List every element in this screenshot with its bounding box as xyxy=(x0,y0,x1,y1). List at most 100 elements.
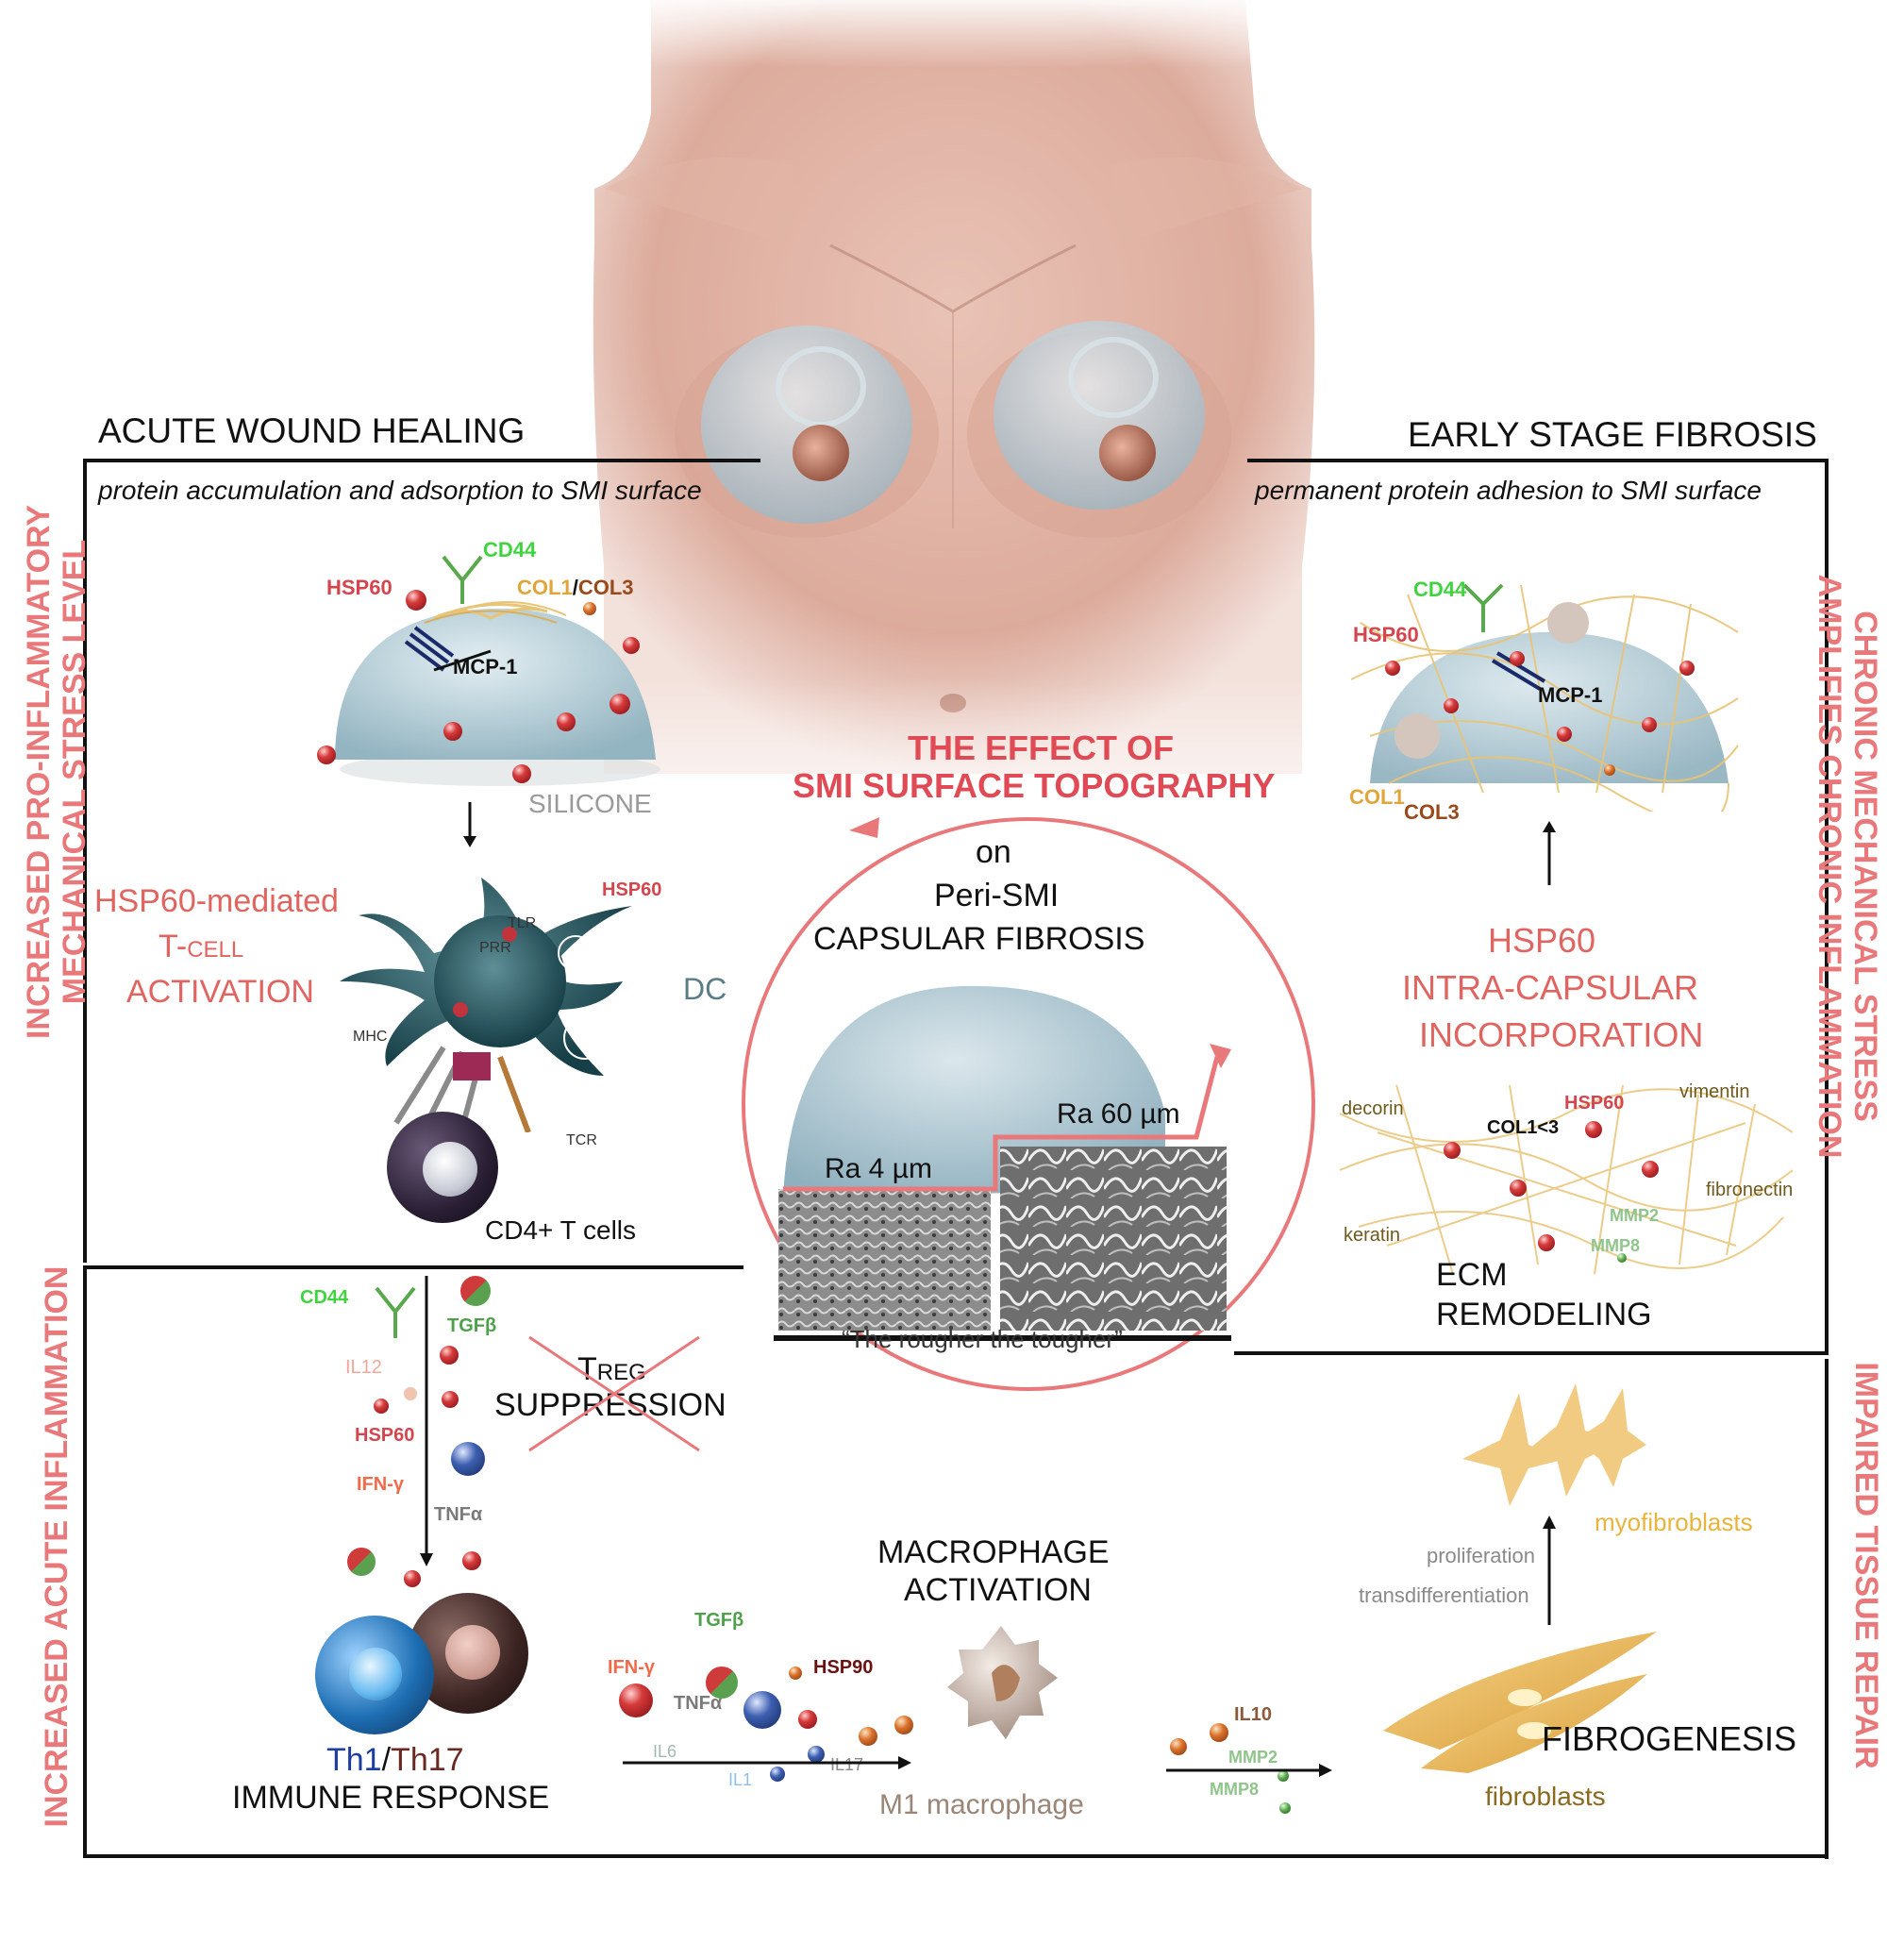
dendritic-cell xyxy=(340,878,632,1132)
tgfb-mid-label: TGFβ xyxy=(694,1610,744,1631)
il1-label: IL1 xyxy=(728,1770,753,1789)
protein-ball xyxy=(1510,1180,1527,1197)
macrophage-label: MACROPHAGE xyxy=(877,1534,1110,1570)
tcr-label: TCR xyxy=(566,1132,597,1148)
col1-3-label: COL1<3 xyxy=(1487,1117,1560,1138)
col3-text: COL3 xyxy=(577,576,634,599)
m1-macrophage-cell xyxy=(947,1626,1058,1739)
hsp60-bottom-label: HSP60 xyxy=(355,1425,415,1446)
protein-ball xyxy=(610,694,630,714)
mmp8-mid-label: MMP8 xyxy=(1210,1780,1260,1799)
tlr-label: TLR xyxy=(508,915,537,931)
myofibroblasts-cluster xyxy=(1462,1383,1646,1506)
early-fibrosis-heading: EARLY STAGE FIBROSIS xyxy=(1408,415,1817,454)
side-label-right-top: CHRONIC MECHANICAL STRESS AMPLIFIES CHRO… xyxy=(1812,489,1883,1244)
th1-nucleus xyxy=(349,1648,402,1700)
m1-macrophage-label: M1 macrophage xyxy=(879,1789,1084,1820)
frame-left-top xyxy=(83,459,87,1263)
th1-th17-label: Th1/Th17 xyxy=(326,1742,464,1779)
up-arrow-right xyxy=(1543,821,1556,885)
side-label-left-top-line1: INCREASED PRO-INFLAMMATORY xyxy=(21,504,57,1040)
il12-ball xyxy=(404,1387,417,1400)
fibroblasts-cells xyxy=(1383,1632,1657,1773)
mmp8-label: MMP8 xyxy=(1591,1236,1641,1255)
col1-text: COL1 xyxy=(517,576,573,599)
frame-top-right xyxy=(1247,459,1825,462)
side-label-left-top-line2: MECHANICAL STRESS LEVEL xyxy=(57,539,92,1005)
cytokine-ball xyxy=(798,1710,817,1729)
th17-text: Th17 xyxy=(391,1742,464,1778)
tnfa-label: TNFα xyxy=(434,1504,483,1525)
protein-ball xyxy=(1604,764,1615,776)
mmp-ball xyxy=(1617,1253,1627,1263)
down-arrow-2 xyxy=(420,1276,433,1566)
cd44-label: CD44 xyxy=(483,538,537,561)
il6-label: IL6 xyxy=(653,1742,677,1761)
title-line-2: SMI SURFACE TOPOGRAPHY xyxy=(793,766,1276,805)
mhc-label: MHC xyxy=(353,1029,388,1045)
transdifferentiation-label: transdifferentiation xyxy=(1359,1583,1529,1607)
cytokine-ball xyxy=(789,1667,802,1680)
myofibroblasts-label: myofibroblasts xyxy=(1595,1508,1753,1536)
hsp60-right-label: HSP60 xyxy=(1353,623,1419,646)
cytokine-ball xyxy=(462,1551,481,1570)
il10-label: IL10 xyxy=(1234,1704,1273,1725)
cd44-right-label: CD44 xyxy=(1413,578,1467,601)
center-circle-graphic xyxy=(742,817,1315,1391)
silicone-label: SILICONE xyxy=(528,789,652,818)
remodeling-label: REMODELING xyxy=(1436,1297,1652,1332)
macrophage-activation-label: ACTIVATION xyxy=(904,1572,1092,1608)
keratin-label: keratin xyxy=(1344,1225,1401,1246)
frame-mid-left xyxy=(83,1265,743,1269)
side-label-left-bottom: INCREASED ACUTE INFLAMMATION xyxy=(39,1169,75,1924)
treg-crossed-out-icon xyxy=(528,1335,700,1452)
ra-60-label: Ra 60 µm xyxy=(1057,1098,1180,1130)
th17-nucleus xyxy=(445,1625,500,1680)
col-slash: / xyxy=(572,576,578,599)
side-label-right-bottom-text: IMPAIRED TISSUE REPAIR xyxy=(1848,1362,1884,1769)
ra-4-label: Ra 4 µm xyxy=(825,1153,932,1184)
rougher-tougher-quote: “The rougher the tougher” xyxy=(842,1325,1123,1353)
silicone-droplet xyxy=(335,555,660,786)
cd4-t-cells-label: CD4+ T cells xyxy=(485,1215,637,1245)
col3-right-label: COL3 xyxy=(1404,800,1460,824)
acute-wound-subtitle: protein accumulation and adsorption to S… xyxy=(98,476,702,505)
protein-ball xyxy=(1557,727,1572,742)
frame-right-bottom xyxy=(1825,1359,1829,1859)
cytokine-ball xyxy=(706,1667,738,1699)
protein-ball xyxy=(317,745,336,764)
cytokine-ball xyxy=(859,1727,877,1746)
hsp60-ecm-label: HSP60 xyxy=(1564,1093,1625,1114)
ecm-label: ECM xyxy=(1436,1257,1508,1293)
frame-mid-right xyxy=(1234,1351,1829,1355)
th1-text: Th1 xyxy=(326,1742,382,1778)
protein-ball xyxy=(1538,1234,1555,1251)
protein-ball xyxy=(623,637,640,654)
mmp-ball xyxy=(1279,1802,1291,1814)
hsp60-intra-line1: HSP60 xyxy=(1488,921,1596,960)
prr-label: PRR xyxy=(479,940,511,956)
early-fibrosis-subtitle: permanent protein adhesion to SMI surfac… xyxy=(1255,476,1762,505)
protein-ball xyxy=(443,722,462,741)
protein-ball xyxy=(1642,1161,1659,1178)
il10-ball xyxy=(1170,1738,1187,1755)
down-arrow-1 xyxy=(463,802,476,847)
vimentin-label: vimentin xyxy=(1679,1081,1750,1102)
center-on: on xyxy=(976,834,1011,870)
protein-ball xyxy=(1444,1142,1461,1159)
cytokine-ball xyxy=(404,1570,421,1587)
cd44-bottom-label: CD44 xyxy=(300,1287,349,1308)
hsp90-label: HSP90 xyxy=(813,1657,874,1678)
tnfa-ball xyxy=(451,1442,485,1476)
col1-col3-label: COL1/COL3 xyxy=(517,576,634,600)
side-label-right-top-line2: AMPLIFIES CHRONIC INFLAMMATION xyxy=(1812,574,1847,1159)
hsp60-mediated-line1: HSP60-mediated xyxy=(94,883,339,919)
protein-ball xyxy=(1642,717,1657,732)
tgfb-ball xyxy=(460,1276,491,1306)
ifng-mid-label: IFN-γ xyxy=(608,1657,655,1678)
fibrogenesis-label: FIBROGENESIS xyxy=(1542,1719,1797,1758)
cytokine-ball xyxy=(619,1683,653,1717)
tnfa-mid-label: TNFα xyxy=(674,1693,723,1714)
t-cell-line2: T-cell xyxy=(159,929,244,964)
fibrotic-droplet xyxy=(1351,583,1739,812)
